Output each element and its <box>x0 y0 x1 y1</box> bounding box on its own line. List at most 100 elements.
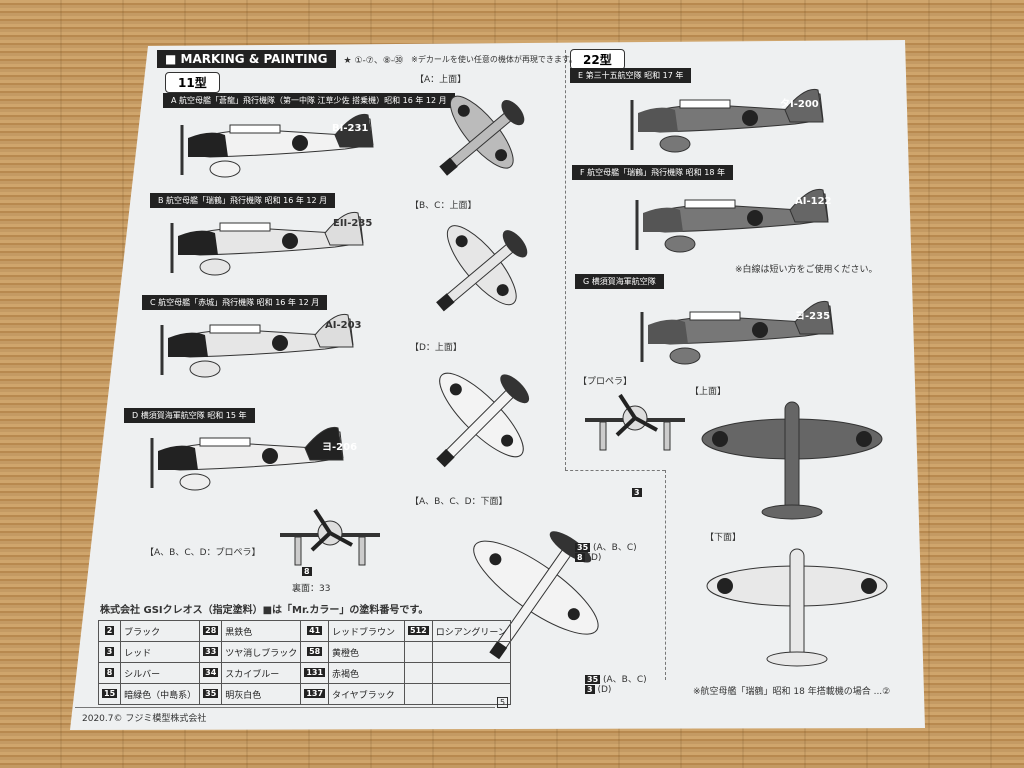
paint-code: 2 <box>104 626 115 635</box>
tail-fin <box>794 300 834 335</box>
canopy <box>229 124 281 134</box>
hinomaru <box>282 233 298 249</box>
paint-name: レッド <box>120 641 201 663</box>
wheel-spat <box>659 135 691 153</box>
paint-number <box>404 641 433 663</box>
canopy <box>209 324 261 334</box>
aircraft-bc-top <box>436 225 528 312</box>
tail-fin <box>314 313 354 348</box>
tailplane <box>501 100 525 126</box>
paint-name: シルバー <box>120 662 201 684</box>
callout-abc-upper: 35 (A、B、C)8 (D) <box>575 540 637 563</box>
propeller-blade <box>310 531 332 552</box>
paint-number: 512 <box>404 620 433 642</box>
paint-name: 黄橙色 <box>328 641 406 663</box>
fuselage <box>784 401 800 513</box>
paint-number: 34 <box>199 662 223 684</box>
paint-code: 131 <box>304 668 326 677</box>
paint-code: 512 <box>408 626 429 635</box>
aircraft-e-side <box>630 88 824 153</box>
tail-code-d: ヨ-206 <box>322 442 358 453</box>
tail-fin <box>334 113 374 148</box>
tail-fin <box>789 188 829 223</box>
paint-code: 41 <box>307 626 323 635</box>
paint-number: 3 <box>585 685 595 694</box>
engine-cowling <box>168 332 208 357</box>
aircraft-front-view-22 <box>585 393 685 451</box>
paint-number: 8 <box>97 662 122 684</box>
hinomaru <box>292 135 308 151</box>
aircraft-top-22 <box>701 401 883 520</box>
canopy <box>689 311 741 321</box>
view-label-top-22: 【上面】 <box>690 387 727 397</box>
paint-name <box>431 683 511 705</box>
hinomaru <box>567 608 580 621</box>
view-label-prop: 【A、B、C、D：プロペラ】 <box>145 548 261 558</box>
paint-code: 28 <box>203 626 219 635</box>
decal-range: ★ ①-⑦、⑧-㉚ <box>343 55 404 66</box>
tail-fin <box>784 88 824 123</box>
propeller-blade <box>618 393 637 420</box>
aircraft-d-top <box>436 372 530 468</box>
paint-number: 35 <box>585 675 601 684</box>
page-number: 5 <box>497 697 509 708</box>
hinomaru <box>272 335 288 351</box>
paint-number: 28 <box>199 620 223 642</box>
paint-name: レッドブラウン <box>328 620 406 642</box>
aircraft-f-side <box>635 188 829 253</box>
paint-number: 35 <box>199 683 223 705</box>
paint-number: 58 <box>300 641 330 663</box>
engine-cowling <box>648 319 688 344</box>
callout-abc-lower: 35 (A、B、C) 3 (D) <box>585 672 647 695</box>
view-label-bottom-22: 【下面】 <box>705 533 742 543</box>
propeller-blade <box>313 508 332 535</box>
decal-note: ※デカールを使い任意の機体が再現できます。 <box>411 54 578 64</box>
hinomaru <box>712 431 728 447</box>
paint-name: 赤褐色 <box>328 662 406 684</box>
hinomaru <box>262 448 278 464</box>
decal-range-text: ①-⑦、⑧-㉚ <box>354 55 404 66</box>
landing-gear <box>599 421 607 451</box>
header-title: MARKING & PAINTING <box>180 52 328 66</box>
view-label-a-top: 【A：上面】 <box>415 75 467 85</box>
paint-number: 41 <box>300 620 330 642</box>
section-g-title: G 横須賀海軍航空隊 <box>575 274 664 289</box>
hinomaru <box>861 578 877 594</box>
wheel-spat <box>199 258 231 276</box>
cowling <box>439 157 458 176</box>
section-f-title: F 航空母艦「瑞鶴」飛行機隊 昭和 18 年 <box>572 165 733 180</box>
engine-cowling <box>158 445 198 470</box>
paint-number: 3 <box>97 641 122 663</box>
paint-number: 131 <box>300 662 330 684</box>
paint-code: 33 <box>203 647 219 656</box>
hinomaru <box>449 383 462 396</box>
tail-code-a: BI-231 <box>332 123 369 134</box>
aircraft-a-top <box>439 95 525 176</box>
paint-code: 58 <box>307 647 323 656</box>
paint-name: タイヤブラック <box>328 683 406 705</box>
paint-name: スカイブルー <box>221 662 302 684</box>
tailplane <box>766 651 828 667</box>
hinomaru <box>496 284 509 297</box>
paint-number <box>404 683 433 705</box>
tail-code-f: AI-122 <box>795 196 832 207</box>
view-label-prop-22: 【プロペラ】 <box>578 377 633 387</box>
header-row: ■ MARKING & PAINTING ★ ①-⑦、⑧-㉚ ※デカールを使い任… <box>157 50 577 68</box>
callout-text: (D) <box>597 685 612 695</box>
callout-text: (A、B、C) <box>603 675 647 685</box>
section-a-title: A 航空母艦「蒼龍」飛行機隊（第一中隊 江草少佐 搭乗機）昭和 16 年 12 … <box>163 93 455 108</box>
paint-number: 8 <box>575 553 585 562</box>
type22-label: 22型 <box>570 49 625 70</box>
tail-fin <box>304 426 344 461</box>
zuikaku-footnote: ※航空母艦「瑞鶴」昭和 18 年搭載機の場合 ...② <box>693 687 891 697</box>
paint-name: 暗緑色（中島系） <box>120 683 201 705</box>
section-b-title: B 航空母艦「瑞鶴」飛行機隊 昭和 16 年 12 月 <box>150 193 336 208</box>
hinomaru <box>856 431 872 447</box>
copyright: 2020.7© フジミ模型株式会社 <box>82 714 207 724</box>
tail-fin <box>324 211 364 246</box>
paint-number: 35 <box>575 543 591 552</box>
callout-text: (A、B、C) <box>593 543 637 553</box>
